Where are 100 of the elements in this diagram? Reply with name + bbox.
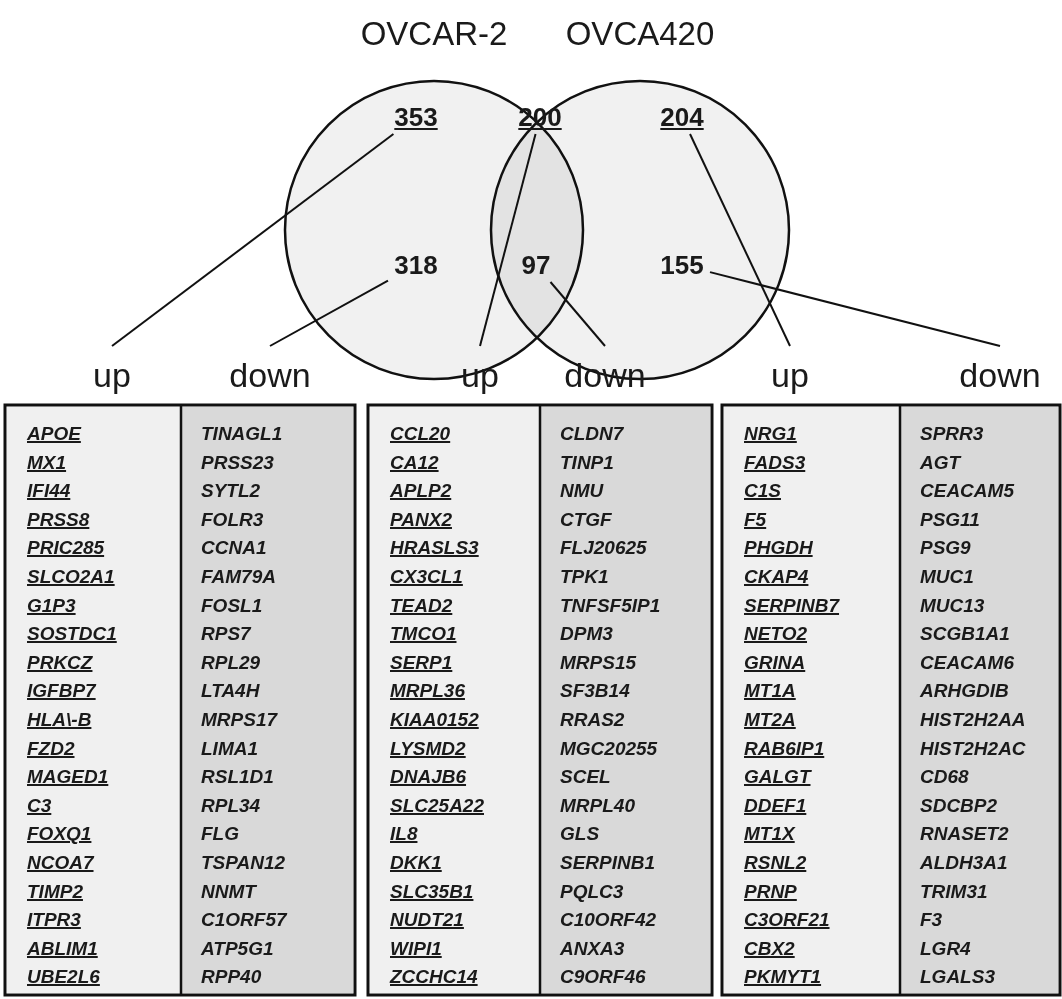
gene-name: PHGDH [744, 536, 813, 561]
gene-name: SCGB1A1 [920, 622, 1010, 647]
connector-line [689, 133, 791, 347]
gene-name: NRG1 [744, 422, 797, 446]
gene-name: C3ORF21 [744, 908, 830, 933]
gene-name: FOLR3 [201, 507, 264, 532]
gene-name: CX3CL1 [390, 564, 463, 589]
gene-name: CA12 [390, 450, 439, 475]
gene-name: RAB6IP1 [744, 736, 825, 761]
gene-name: CKAP4 [744, 564, 809, 589]
gene-name: F5 [744, 507, 767, 532]
gene-name: RSL1D1 [201, 765, 274, 790]
gene-name: CCNA1 [201, 536, 267, 561]
gene-name: RPL29 [201, 650, 261, 675]
gene-name: DNAJB6 [390, 765, 467, 790]
gene-name: NCOA7 [27, 850, 94, 875]
gene-name: PRIC285 [27, 536, 105, 561]
gene-name: C1S [744, 479, 781, 504]
gene-name: PQLC3 [560, 879, 624, 904]
gene-name: HRASLS3 [390, 536, 479, 561]
gene-count: 155 [659, 249, 705, 282]
gene-name: ANXA3 [560, 936, 625, 961]
gene-name: HIST2H2AA [920, 707, 1026, 732]
gene-name: GALGT [744, 765, 811, 790]
gene-name: RSNL2 [744, 850, 807, 875]
gene-name: HLA\-B [27, 707, 92, 732]
gene-name: MUC13 [920, 593, 985, 618]
column-heading: down [958, 355, 1042, 396]
gene-name: ATP5G1 [201, 936, 274, 961]
gene-count: 353 [393, 101, 439, 134]
gene-name: C9ORF46 [560, 965, 646, 990]
gene-name: FOXQ1 [27, 822, 92, 847]
gene-name: CEACAM5 [920, 479, 1014, 504]
gene-name: WIPI1 [390, 936, 442, 961]
gene-name: MT1A [744, 679, 796, 704]
gene-name: CLDN7 [560, 422, 624, 446]
gene-name: NMU [560, 479, 604, 504]
gene-name: NUDT21 [390, 908, 464, 933]
gene-count: 204 [659, 101, 705, 134]
gene-name: PRNP [744, 879, 797, 904]
gene-name: APOE [27, 422, 81, 446]
gene-name: MX1 [27, 450, 67, 475]
gene-name: TINP1 [560, 450, 614, 475]
gene-name: PSG11 [920, 507, 980, 532]
gene-name: NETO2 [744, 622, 807, 647]
gene-name: CD68 [920, 765, 969, 790]
gene-name: RRAS2 [560, 707, 625, 732]
gene-name: FOSL1 [201, 593, 263, 618]
gene-name: C10ORF42 [560, 908, 657, 933]
gene-name: MRPL36 [390, 679, 465, 704]
gene-name: FAM79A [201, 564, 276, 589]
gene-name: ABLIM1 [27, 936, 98, 961]
gene-name: LGR4 [920, 936, 971, 961]
gene-name: DPM3 [560, 622, 613, 647]
gene-name: FZD2 [27, 736, 75, 761]
gene-name: MUC1 [920, 564, 974, 589]
gene-name: CEACAM6 [920, 650, 1014, 675]
gene-name: SYTL2 [201, 479, 261, 504]
gene-name: RPS7 [201, 622, 251, 647]
gene-name: IL8 [390, 822, 418, 847]
gene-name: CBX2 [744, 936, 795, 961]
gene-name: SOSTDC1 [27, 622, 117, 647]
gene-name: APLP2 [390, 479, 452, 504]
gene-name: PRSS8 [27, 507, 90, 532]
gene-count: 97 [520, 249, 552, 282]
gene-name: SCEL [560, 765, 611, 790]
gene-name: TRIM31 [920, 879, 988, 904]
gene-name: C1ORF57 [201, 908, 287, 933]
gene-name: IGFBP7 [27, 679, 96, 704]
gene-name: F3 [920, 908, 943, 933]
gene-name: SERP1 [390, 650, 453, 675]
gene-name: SLC35B1 [390, 879, 474, 904]
gene-name: GRINA [744, 650, 806, 675]
gene-name: G1P3 [27, 593, 76, 618]
gene-name: SLCO2A1 [27, 564, 115, 589]
gene-name: PSG9 [920, 536, 971, 561]
gene-name: SPRR3 [920, 422, 984, 446]
gene-name: FLJ20625 [560, 536, 647, 561]
gene-name: SDCBP2 [920, 793, 998, 818]
connector-line [549, 281, 606, 347]
column-heading: down [228, 355, 312, 396]
gene-name: CCL20 [390, 422, 451, 446]
gene-name: TIMP2 [27, 879, 83, 904]
gene-name: PRKCZ [27, 650, 93, 675]
gene-name: PANX2 [390, 507, 452, 532]
connector-line [111, 133, 395, 347]
gene-name: TNFSF5IP1 [560, 593, 661, 618]
gene-name: ARHGDIB [920, 679, 1009, 704]
gene-name: GLS [560, 822, 600, 847]
gene-name: IFI44 [27, 479, 71, 504]
gene-name: LGALS3 [920, 965, 995, 990]
gene-name: ITPR3 [27, 908, 81, 933]
gene-name: MT1X [744, 822, 795, 847]
gene-name: AGT [920, 450, 961, 475]
gene-name: LTA4H [201, 679, 260, 704]
gene-name: TSPAN12 [201, 850, 286, 875]
gene-name: LYSMD2 [390, 736, 466, 761]
gene-name: DDEF1 [744, 793, 807, 818]
gene-name: RPL34 [201, 793, 261, 818]
gene-name: DKK1 [390, 850, 442, 875]
